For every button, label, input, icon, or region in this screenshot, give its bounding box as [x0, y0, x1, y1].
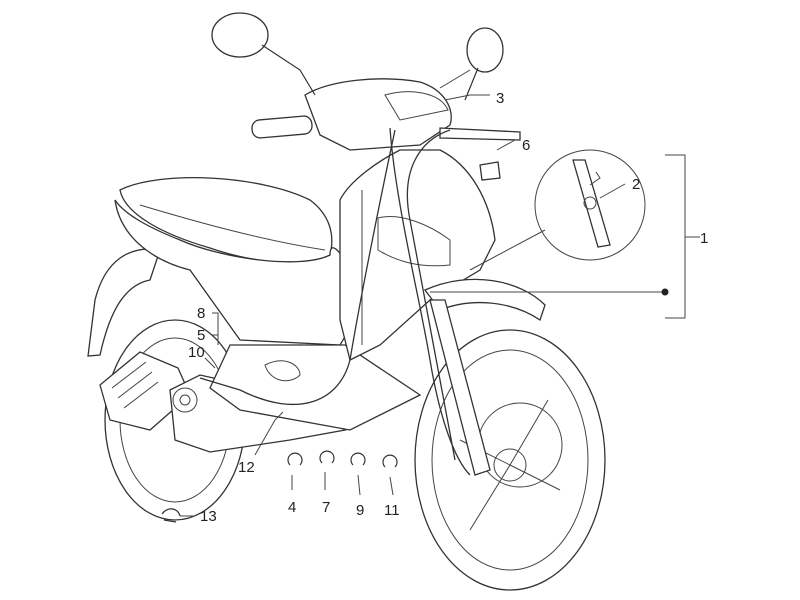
label-6: 6: [522, 137, 530, 154]
label-8: 8: [197, 305, 205, 322]
floorboard: [209, 344, 422, 431]
detail-inset: [469, 149, 646, 271]
label-1: 1: [700, 230, 708, 247]
clip-part-6: [479, 161, 501, 181]
label-4: 4: [288, 499, 296, 516]
label-11: 11: [384, 502, 400, 519]
clip-part-13: [161, 508, 181, 523]
label-13: 13: [200, 508, 217, 525]
speedometer-cable: [389, 127, 471, 476]
leg-shield: [339, 149, 496, 361]
label-9: 9: [356, 502, 364, 519]
label-7: 7: [322, 499, 330, 516]
label-2: 2: [632, 176, 640, 193]
front-mudguard: [423, 278, 546, 322]
front-wheel: [414, 329, 606, 591]
label-5: 5: [197, 327, 205, 344]
front-fork: [429, 299, 491, 476]
brake-cable: [406, 129, 456, 461]
retaining-rings: [287, 450, 398, 468]
label-10: 10: [188, 344, 205, 361]
label-3: 3: [496, 90, 504, 107]
leader-dot: [661, 288, 669, 296]
left-mirror: [211, 12, 316, 96]
label-12: 12: [238, 459, 255, 476]
rear-body-panel: [114, 199, 356, 346]
rear-mudguard: [87, 248, 161, 357]
right-mirror: [464, 27, 504, 101]
handlebar-assembly: [251, 69, 521, 151]
